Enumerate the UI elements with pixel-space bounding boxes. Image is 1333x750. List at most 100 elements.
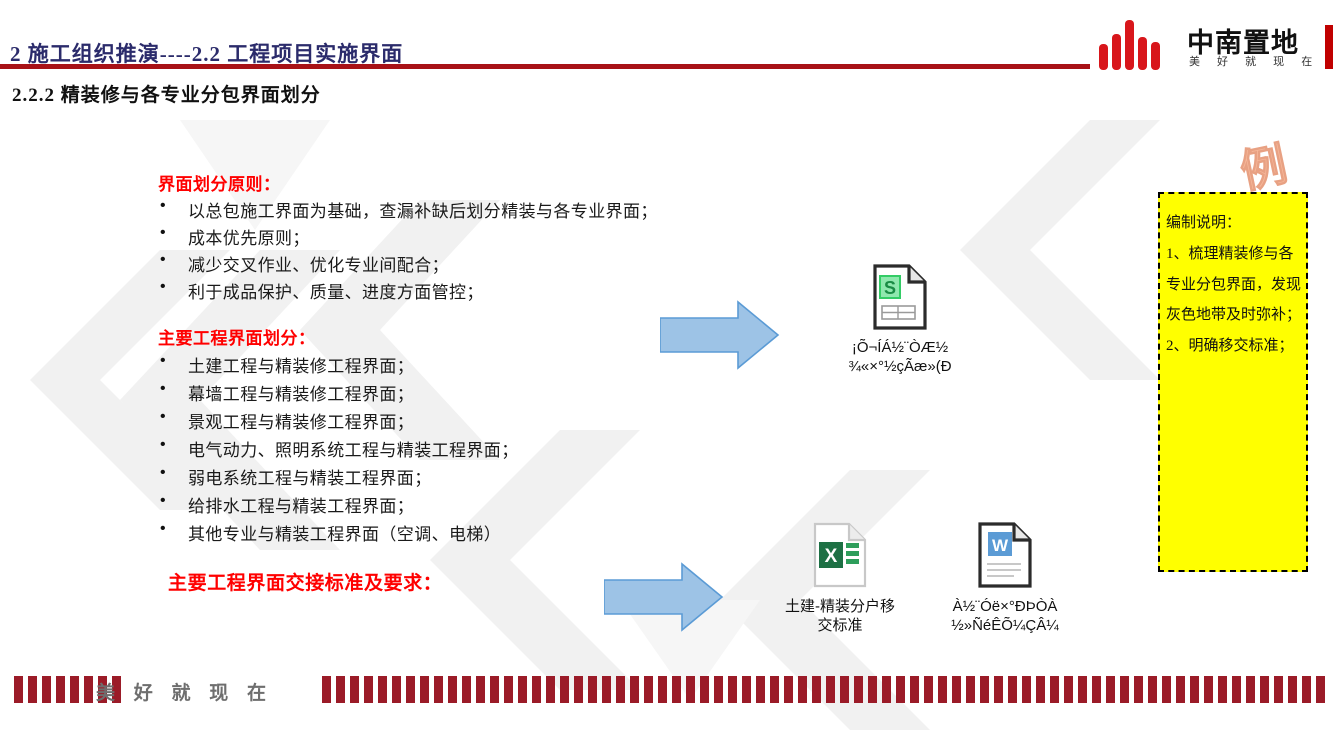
divisions-heading: 主要工程界面划分： bbox=[158, 329, 316, 348]
footer-stripe bbox=[378, 676, 387, 703]
footer-stripe bbox=[1204, 676, 1213, 703]
footer-stripe bbox=[112, 676, 121, 703]
footer-stripe bbox=[868, 676, 877, 703]
list-item: •利于成品保护、质量、进度方面管控； bbox=[160, 278, 484, 303]
bullet-dot-icon: • bbox=[160, 408, 166, 425]
footer-stripe bbox=[560, 676, 569, 703]
footer-stripe bbox=[1190, 676, 1199, 703]
arrow-to-documents-icon bbox=[604, 562, 724, 632]
footer-stripe bbox=[882, 676, 891, 703]
list-item: •电气动力、照明系统工程与精装工程界面； bbox=[160, 436, 519, 461]
bullet-dot-icon: • bbox=[160, 278, 166, 295]
list-item: • 减少交叉作业、优化专业间配合； bbox=[160, 251, 449, 276]
page-title: 2 施工组织推演----2.2 工程项目实施界面 bbox=[10, 42, 404, 66]
footer-stripe bbox=[1218, 676, 1227, 703]
list-item-label: 减少交叉作业、优化专业间配合； bbox=[188, 256, 449, 275]
footer-stripe bbox=[924, 676, 933, 703]
svg-text:W: W bbox=[992, 536, 1009, 555]
footer-stripe bbox=[1092, 676, 1101, 703]
footer-stripe bbox=[1106, 676, 1115, 703]
footer-stripe bbox=[350, 676, 359, 703]
arrow-to-spreadsheet-icon bbox=[660, 300, 780, 370]
footer-stripe bbox=[1050, 676, 1059, 703]
bullet-dot-icon: • bbox=[160, 464, 166, 481]
bullet-dot-icon: • bbox=[160, 251, 166, 268]
footer-stripe bbox=[504, 676, 513, 703]
file-caption-line2: ½»ÑéÊÕ¼ÇÂ¼ bbox=[951, 616, 1059, 634]
footer-stripe bbox=[1134, 676, 1143, 703]
footer-stripe bbox=[1022, 676, 1031, 703]
list-item: • 成本优先原则； bbox=[160, 224, 310, 249]
footer-stripe bbox=[364, 676, 373, 703]
list-item-label: 给排水工程与精装工程界面； bbox=[188, 497, 415, 516]
footer-stripe bbox=[1274, 676, 1283, 703]
footer-stripe bbox=[14, 676, 23, 703]
footer-stripe bbox=[1078, 676, 1087, 703]
logo-name: 中南置地 bbox=[1187, 28, 1299, 58]
bullet-dot-icon: • bbox=[160, 520, 166, 537]
footer-stripe bbox=[1162, 676, 1171, 703]
bullet-dot-icon: • bbox=[160, 197, 166, 214]
list-item-label: 电气动力、照明系统工程与精装工程界面； bbox=[188, 441, 519, 460]
footer-stripe bbox=[1232, 676, 1241, 703]
bullet-dot-icon: • bbox=[160, 380, 166, 397]
footer-stripe bbox=[602, 676, 611, 703]
footer-stripe bbox=[896, 676, 905, 703]
footer-stripe bbox=[658, 676, 667, 703]
bullet-dot-icon: • bbox=[160, 224, 166, 241]
principles-heading: 界面划分原则： bbox=[158, 175, 281, 194]
footer-stripe bbox=[1036, 676, 1045, 703]
footer-stripe bbox=[70, 676, 79, 703]
excel-file-icon: X bbox=[813, 522, 867, 588]
footer-stripe bbox=[1064, 676, 1073, 703]
logo-bars-icon bbox=[1097, 20, 1177, 70]
footer-stripe bbox=[1176, 676, 1185, 703]
footer-stripe bbox=[840, 676, 849, 703]
logo-tagline: 美 好 就 现 在 bbox=[1189, 56, 1320, 68]
footer-stripe bbox=[728, 676, 737, 703]
list-item: • 弱电系统工程与精装工程界面； bbox=[160, 464, 432, 489]
file-caption-line2: ¾«×°½çÃæ»(Ð bbox=[848, 357, 952, 375]
standards-heading: 主要工程界面交接标准及要求： bbox=[168, 573, 443, 594]
list-item-label: 其他专业与精装工程界面（空调、电梯） bbox=[188, 525, 502, 544]
footer-stripe bbox=[742, 676, 751, 703]
file-excel[interactable]: X 土建-精装分户移 交标准 bbox=[760, 522, 920, 636]
footer-stripe bbox=[826, 676, 835, 703]
footer-stripe bbox=[1288, 676, 1297, 703]
footer-stripe bbox=[1008, 676, 1017, 703]
footer-stripe bbox=[980, 676, 989, 703]
footer-stripe bbox=[994, 676, 1003, 703]
list-item-label: 以总包施工界面为基础，查漏补缺后划分精装与各专业界面； bbox=[188, 202, 658, 221]
list-item: • 幕墙工程与精装修工程界面； bbox=[160, 380, 414, 405]
list-item-label: 成本优先原则； bbox=[188, 229, 310, 248]
footer-stripe bbox=[630, 676, 639, 703]
list-item-label: 景观工程与精装修工程界面； bbox=[188, 413, 415, 432]
footer-stripe bbox=[532, 676, 541, 703]
file-caption-line1: À½¨Óë×°ÐÞÒÀ bbox=[952, 598, 1058, 615]
note-line: 1、梳理精装修与各 bbox=[1166, 245, 1294, 262]
company-logo: 中南置地 美 好 就 现 在 bbox=[1097, 20, 1327, 72]
footer-stripe bbox=[98, 676, 107, 703]
file-caption-line2: 交标准 bbox=[817, 616, 863, 634]
note-line: 2、明确移交标准； bbox=[1166, 338, 1294, 354]
footer-stripe bbox=[434, 676, 443, 703]
footer-stripe bbox=[644, 676, 653, 703]
note-line: 专业分包界面，发现 bbox=[1166, 276, 1302, 293]
footer-stripe bbox=[448, 676, 457, 703]
note-line: 编制说明： bbox=[1166, 215, 1242, 231]
footer-stripe bbox=[42, 676, 51, 703]
footer-stripe bbox=[462, 676, 471, 703]
list-item-label: 幕墙工程与精装修工程界面； bbox=[188, 385, 415, 404]
list-item-label: 弱电系统工程与精装工程界面； bbox=[188, 469, 432, 488]
list-item-label: 土建工程与精装修工程界面； bbox=[188, 357, 415, 376]
footer-stripe bbox=[1246, 676, 1255, 703]
file-spreadsheet[interactable]: S ¡Õ¬ÍÁ½¨ÒÆ½ ¾«×°½çÃæ»(Ð bbox=[820, 264, 980, 377]
footer-stripe bbox=[574, 676, 583, 703]
file-word[interactable]: W À½¨Óë×°ÐÞÒÀ ½»ÑéÊÕ¼ÇÂ¼ bbox=[930, 522, 1080, 636]
list-item: •给排水工程与精装工程界面； bbox=[160, 492, 414, 517]
footer-stripe bbox=[392, 676, 401, 703]
footer-stripe bbox=[938, 676, 947, 703]
word-file-icon: W bbox=[978, 522, 1032, 588]
footer-stripe bbox=[812, 676, 821, 703]
footer-stripe bbox=[672, 676, 681, 703]
